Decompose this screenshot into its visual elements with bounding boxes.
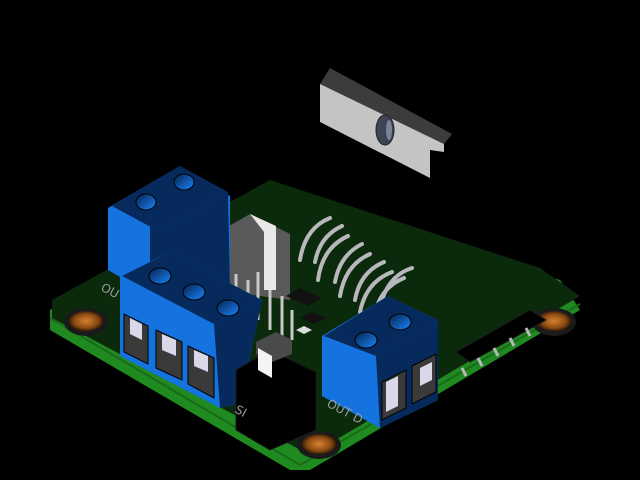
- heatsink: [320, 68, 452, 178]
- pin-header-right: [455, 309, 547, 377]
- smd-components: [286, 288, 326, 334]
- screw-icon: [216, 299, 240, 317]
- screw-icon: [182, 283, 206, 301]
- screw-icon: [148, 267, 172, 285]
- jumper: [235, 332, 317, 451]
- mount-hole-right: [532, 308, 576, 336]
- screw-icon: [135, 193, 157, 211]
- terminal-block-front-left: [120, 252, 262, 408]
- screw-icon: [388, 313, 412, 331]
- mount-hole-left: [64, 308, 108, 336]
- ic-leads: [298, 216, 414, 316]
- screw-icon: [173, 173, 195, 191]
- mount-hole-bottom: [297, 431, 341, 459]
- terminal-block-right: [322, 296, 438, 428]
- screw-icon: [354, 331, 378, 349]
